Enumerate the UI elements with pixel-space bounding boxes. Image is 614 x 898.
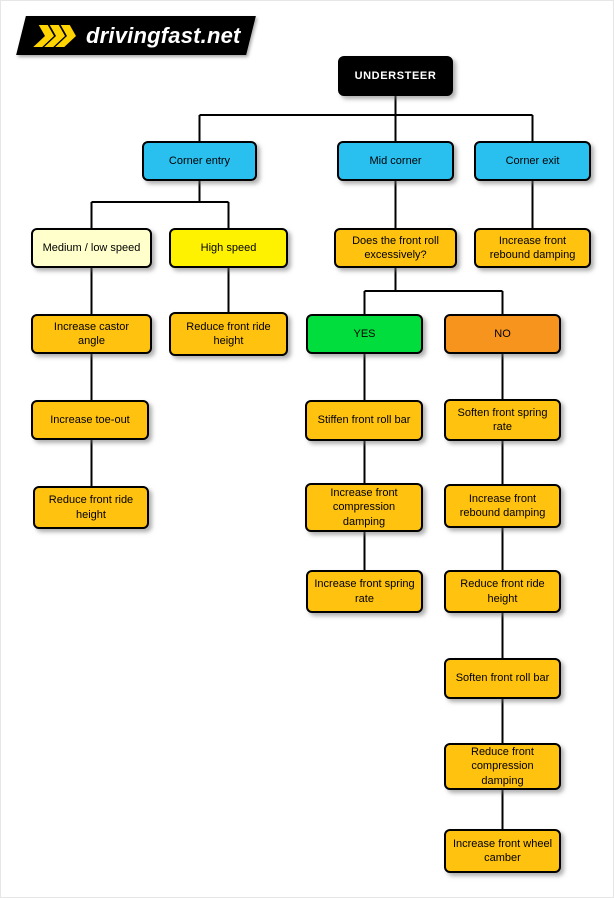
node-corner-exit: Corner exit	[474, 141, 591, 181]
node-mid-corner: Mid corner	[337, 141, 454, 181]
node-reduce-front-ride-height-no: Reduce front ride height	[444, 570, 561, 613]
node-corner-entry: Corner entry	[142, 141, 257, 181]
node-front-roll-question: Does the front roll excessively?	[334, 228, 457, 268]
node-increase-toe-out: Increase toe-out	[31, 400, 149, 440]
node-soften-front-spring-rate: Soften front spring rate	[444, 399, 561, 441]
node-soften-front-roll-bar: Soften front roll bar	[444, 658, 561, 699]
node-increase-front-wheel-camber: Increase front wheel camber	[444, 829, 561, 873]
logo-text: drivingfast.net	[86, 22, 241, 48]
node-high-speed: High speed	[169, 228, 288, 268]
node-reduce-front-ride-height-entry: Reduce front ride height	[33, 486, 149, 529]
node-increase-front-compression-damping: Increase front compression damping	[305, 483, 423, 532]
node-understeer: UNDERSTEER	[338, 56, 453, 96]
node-increase-front-rebound-damping-exit: Increase front rebound damping	[474, 228, 591, 268]
node-yes: YES	[306, 314, 423, 354]
node-reduce-front-ride-height-high-speed: Reduce front ride height	[169, 312, 288, 356]
logo: drivingfast.net	[16, 16, 256, 55]
logo-chevrons-icon	[33, 24, 76, 47]
node-no: NO	[444, 314, 561, 354]
node-increase-front-rebound-damping: Increase front rebound damping	[444, 484, 561, 528]
node-reduce-front-compression-damping: Reduce front compression damping	[444, 743, 561, 790]
node-stiffen-front-roll-bar: Stiffen front roll bar	[305, 400, 423, 441]
node-medium-low-speed: Medium / low speed	[31, 228, 152, 268]
node-increase-front-spring-rate: Increase front spring rate	[306, 570, 423, 613]
node-increase-castor-angle: Increase castor angle	[31, 314, 152, 354]
